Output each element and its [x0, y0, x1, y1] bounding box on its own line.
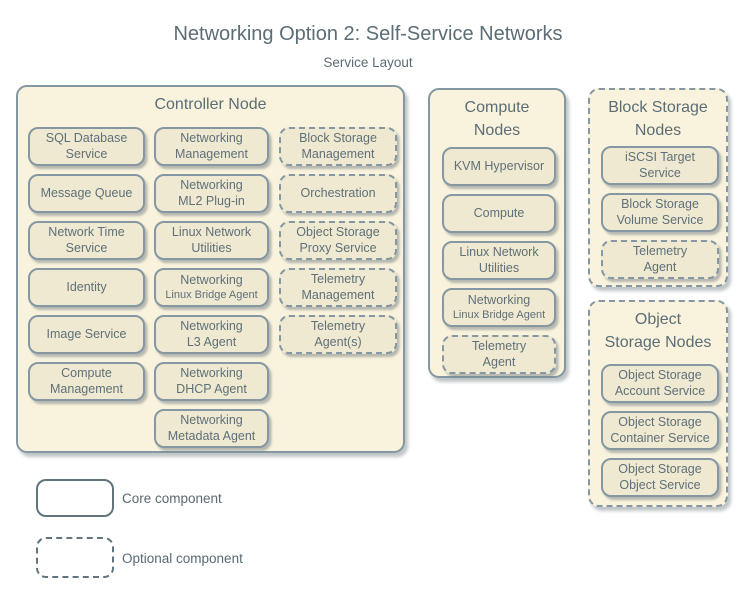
service-label: Identity [66, 279, 107, 294]
service-label: SQL Database Service [45, 130, 128, 161]
service-label: Block Storage Management [299, 130, 377, 161]
service-iscsi-target: iSCSI Target Service [601, 146, 719, 185]
service-label: Object Storage Container Service [610, 414, 710, 445]
service-object-storage-account: Object Storage Account Service [601, 364, 719, 403]
compute-column: KVM Hypervisor Compute Linux Network Uti… [442, 147, 556, 374]
service-object-storage-proxy: Object Storage Proxy Service [279, 221, 397, 260]
service-label: Block Storage Volume Service [616, 196, 704, 227]
service-sql-database: SQL Database Service [28, 127, 145, 166]
service-message-queue: Message Queue [28, 174, 145, 213]
service-linux-network-utilities: Linux Network Utilities [442, 241, 556, 280]
service-telemetry-management: Telemetry Management [279, 268, 397, 307]
service-image-service: Image Service [28, 315, 145, 354]
service-network-time: Network Time Service [28, 221, 145, 260]
service-compute: Compute [442, 194, 556, 233]
compute-nodes-box: Compute Nodes KVM Hypervisor Compute Lin… [428, 88, 566, 378]
diagram-title: Networking Option 2: Self-Service Networ… [173, 23, 563, 45]
service-label: Networking [180, 273, 243, 288]
object-storage-column: Object Storage Account Service Object St… [601, 364, 719, 497]
service-label: Networking Metadata Agent [167, 412, 256, 443]
service-compute-management: Compute Management [28, 362, 145, 401]
service-label: Compute Management [50, 365, 123, 396]
service-label: Networking Management [175, 130, 248, 161]
service-label: Message Queue [40, 185, 133, 200]
service-telemetry-agent: Telemetry Agent [601, 240, 719, 279]
service-kvm-hypervisor: KVM Hypervisor [442, 147, 556, 186]
service-label: Linux Network Utilities [459, 244, 539, 275]
object-storage-nodes-box: Object Storage Nodes Object Storage Acco… [588, 300, 728, 507]
service-networking-linux-bridge-agent: Networking Linux Bridge Agent [442, 288, 556, 327]
legend-optional-swatch [36, 537, 114, 578]
diagram-subtitle: Service Layout [323, 55, 413, 70]
service-label: Telemetry Management [301, 271, 375, 302]
legend-core-label: Core component [122, 491, 222, 506]
object-storage-nodes-title: Object Storage Nodes [604, 311, 712, 351]
service-telemetry-agents: Telemetry Agent(s) [279, 315, 397, 354]
legend-core-swatch [36, 479, 114, 517]
service-label: Telemetry Agent [632, 243, 688, 274]
controller-column-1: SQL Database Service Message Queue Netwo… [28, 127, 145, 401]
service-label: iSCSI Target Service [625, 149, 695, 180]
service-networking-metadata-agent: Networking Metadata Agent [154, 409, 269, 448]
service-object-storage-container: Object Storage Container Service [601, 411, 719, 450]
controller-node-title: Controller Node [154, 96, 267, 113]
service-sublabel: Linux Bridge Agent [165, 288, 258, 301]
service-label: Image Service [46, 326, 127, 341]
service-label: Object Storage Account Service [614, 367, 706, 398]
controller-column-3: Block Storage Management Orchestration O… [279, 127, 397, 354]
service-identity: Identity [28, 268, 145, 307]
service-telemetry-agent: Telemetry Agent [442, 335, 556, 374]
service-label: Networking DHCP Agent [176, 365, 247, 396]
service-label: Networking ML2 Plug-in [178, 177, 245, 208]
block-storage-nodes-box: Block Storage Nodes iSCSI Target Service… [588, 88, 728, 287]
service-networking-linux-bridge-agent: Networking Linux Bridge Agent [154, 268, 269, 307]
service-orchestration: Orchestration [279, 174, 397, 213]
service-networking-dhcp-agent: Networking DHCP Agent [154, 362, 269, 401]
controller-column-2: Networking Management Networking ML2 Plu… [154, 127, 269, 448]
compute-nodes-title: Compute Nodes [464, 99, 530, 139]
service-object-storage-object: Object Storage Object Service [601, 458, 719, 497]
service-label: Orchestration [300, 185, 376, 200]
block-storage-column: iSCSI Target Service Block Storage Volum… [601, 146, 719, 279]
service-networking-l3-agent: Networking L3 Agent [154, 315, 269, 354]
service-label: Linux Network Utilities [171, 224, 252, 255]
block-storage-nodes-title: Block Storage Nodes [608, 99, 708, 139]
service-label: KVM Hypervisor [453, 158, 545, 173]
service-networking-ml2-plugin: Networking ML2 Plug-in [154, 174, 269, 213]
service-sublabel: Linux Bridge Agent [452, 308, 546, 321]
service-label: Networking L3 Agent [180, 318, 243, 349]
service-block-storage-management: Block Storage Management [279, 127, 397, 166]
legend-optional-label: Optional component [122, 551, 243, 566]
controller-node-box: Controller Node SQL Database Service Mes… [16, 85, 405, 453]
service-label: Telemetry Agent(s) [310, 318, 366, 349]
service-label: Compute [473, 205, 525, 220]
service-label: Object Storage Object Service [618, 461, 702, 492]
service-label: Network Time Service [48, 224, 125, 255]
service-label: Object Storage Proxy Service [296, 224, 380, 255]
service-label: Networking [467, 293, 531, 308]
service-block-storage-volume: Block Storage Volume Service [601, 193, 719, 232]
service-networking-management: Networking Management [154, 127, 269, 166]
service-linux-network-utilities: Linux Network Utilities [154, 221, 269, 260]
service-label: Telemetry Agent [471, 338, 527, 369]
